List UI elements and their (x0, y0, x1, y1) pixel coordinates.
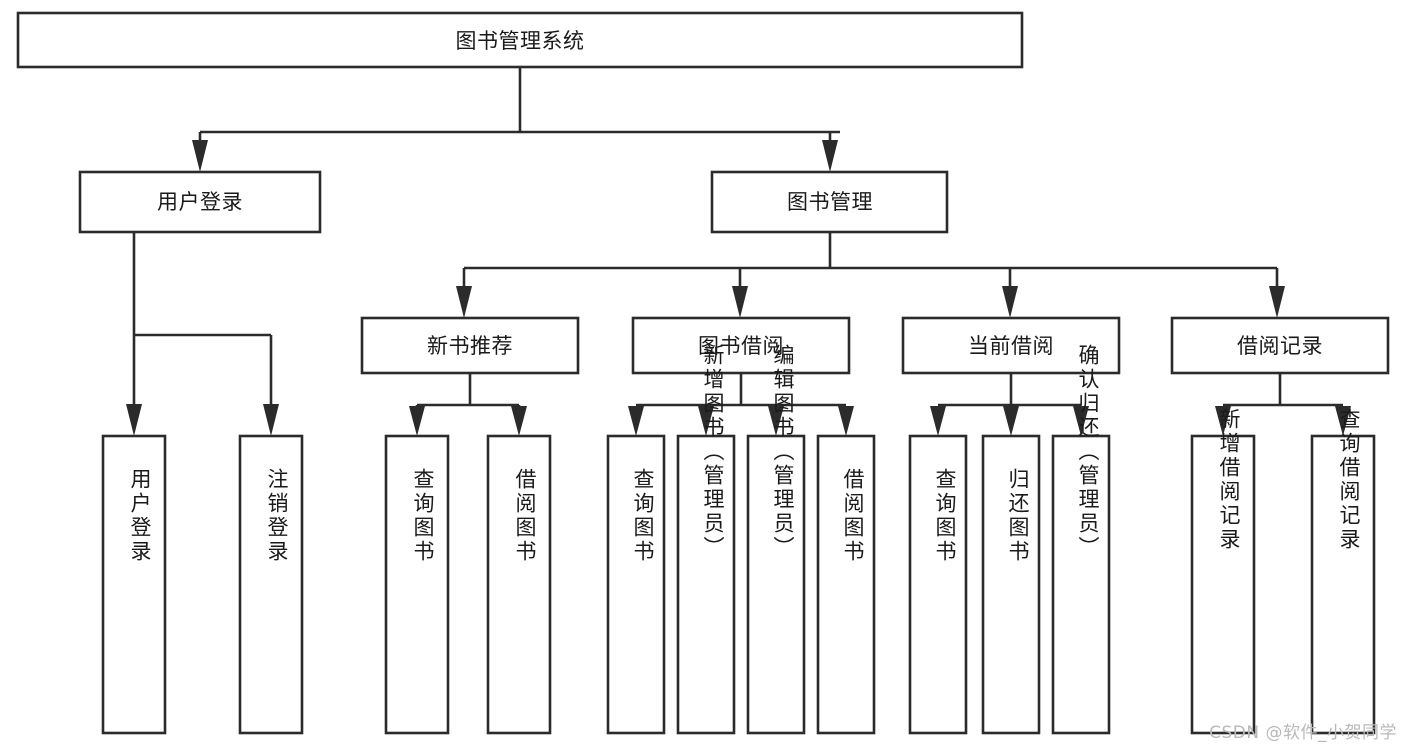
node-leaf-return-book-label: 归还图书 (1006, 468, 1030, 564)
arrow-head-leaf-return-book (1003, 406, 1019, 436)
connector-group-borrow-record (1215, 373, 1351, 436)
node-book-manage[interactable]: 图书管理 (710, 170, 949, 234)
node-leaf-query-book-borrow[interactable]: 查询图书 (606, 434, 666, 735)
node-book-borrow[interactable]: 图书借阅 (631, 316, 851, 375)
arrow-head-leaf-add-book-admin (698, 406, 714, 436)
node-leaf-user-login-box[interactable] (101, 434, 167, 735)
arrow-head-leaf-logout-login (263, 404, 279, 436)
node-borrow-record-label: 借阅记录 (1237, 334, 1323, 358)
node-leaf-add-borrow-record[interactable]: 新增借阅记录 (1190, 408, 1256, 735)
arrow-head-book-manage (822, 140, 838, 172)
node-book-manage-label: 图书管理 (787, 190, 873, 214)
node-leaf-confirm-return-admin-box[interactable] (1051, 434, 1111, 735)
arrow-head-current-borrow (1002, 286, 1018, 318)
connector-group-root (192, 67, 840, 172)
arrow-head-leaf-query-book-borrow (628, 406, 644, 436)
arrow-head-leaf-user-login (126, 404, 142, 436)
node-leaf-edit-book-admin-label: 编辑图书（管理员） (771, 344, 795, 560)
arrow-head-leaf-edit-book-admin (768, 406, 784, 436)
node-leaf-query-book-current-label: 查询图书 (933, 468, 957, 564)
node-leaf-confirm-return-admin-label: 确认归还（管理员） (1076, 344, 1100, 560)
node-leaf-query-book-current-box[interactable] (908, 434, 968, 735)
node-root[interactable]: 图书管理系统 (16, 11, 1024, 69)
connector-group-current-borrow (930, 373, 1089, 436)
node-current-borrow[interactable]: 当前借阅 (901, 316, 1121, 375)
node-leaf-return-book[interactable]: 归还图书 (981, 434, 1041, 735)
node-leaf-borrow-book-rec-box[interactable] (486, 434, 552, 735)
node-user-login-label: 用户登录 (157, 190, 243, 214)
node-leaf-query-book-rec-box[interactable] (384, 434, 450, 735)
node-leaf-add-book-admin-box[interactable] (676, 434, 736, 735)
node-leaf-query-borrow-record-box[interactable] (1310, 434, 1376, 735)
node-leaf-add-book-admin-label: 新增图书（管理员） (701, 344, 725, 560)
node-current-borrow-box[interactable] (901, 316, 1121, 375)
node-leaf-confirm-return-admin[interactable]: 确认归还（管理员） (1051, 344, 1111, 735)
arrow-head-book-borrow (732, 286, 748, 318)
node-new-book-rec-box[interactable] (360, 316, 580, 375)
arrow-head-leaf-confirm-return-admin (1073, 406, 1089, 436)
node-leaf-add-borrow-record-label: 新增借阅记录 (1217, 408, 1241, 552)
node-leaf-query-book-rec[interactable]: 查询图书 (384, 434, 450, 735)
node-user-login[interactable]: 用户登录 (78, 170, 322, 234)
arrow-head-new-book-rec (456, 286, 472, 318)
node-leaf-query-book-borrow-box[interactable] (606, 434, 666, 735)
connector-group-user-login (126, 232, 279, 436)
node-leaf-logout-login-box[interactable] (238, 434, 304, 735)
node-leaf-query-borrow-record-label: 查询借阅记录 (1337, 408, 1361, 552)
node-leaf-edit-book-admin[interactable]: 编辑图书（管理员） (746, 344, 806, 735)
arrow-head-leaf-query-borrow-record (1335, 406, 1351, 436)
node-leaf-edit-book-admin-box[interactable] (746, 434, 806, 735)
arrow-head-borrow-record (1269, 286, 1285, 318)
node-leaf-add-borrow-record-box[interactable] (1190, 434, 1256, 735)
node-leaf-logout-login[interactable]: 注销登录 (238, 434, 304, 735)
connector-group-book-manage (456, 232, 1285, 318)
node-borrow-record[interactable]: 借阅记录 (1170, 316, 1390, 375)
arrow-head-leaf-query-book-rec (409, 406, 425, 436)
connector-group-new-book-rec (409, 373, 527, 436)
node-leaf-query-book-borrow-label: 查询图书 (631, 468, 655, 564)
node-book-manage-box[interactable] (710, 170, 949, 234)
connector-group-book-borrow (628, 373, 854, 436)
arrow-head-leaf-borrow-book-rec (511, 406, 527, 436)
node-leaf-borrow-book-box[interactable] (816, 434, 876, 735)
node-leaf-query-borrow-record[interactable]: 查询借阅记录 (1310, 408, 1376, 735)
node-borrow-record-box[interactable] (1170, 316, 1390, 375)
node-new-book-rec[interactable]: 新书推荐 (360, 316, 580, 375)
node-current-borrow-label: 当前借阅 (968, 334, 1054, 358)
node-root-label: 图书管理系统 (456, 29, 585, 53)
arrow-head-leaf-borrow-book (838, 406, 854, 436)
node-leaf-borrow-book-label: 借阅图书 (841, 468, 865, 564)
node-book-borrow-box[interactable] (631, 316, 851, 375)
node-leaf-user-login-label: 用户登录 (128, 468, 152, 564)
node-root-box[interactable] (16, 11, 1024, 69)
node-leaf-return-book-box[interactable] (981, 434, 1041, 735)
node-leaf-borrow-book[interactable]: 借阅图书 (816, 434, 876, 735)
node-book-borrow-label: 图书借阅 (698, 334, 784, 358)
node-leaf-borrow-book-rec-label: 借阅图书 (513, 468, 537, 564)
arrow-head-user-login (192, 140, 208, 172)
node-leaf-user-login[interactable]: 用户登录 (101, 434, 167, 735)
node-user-login-box[interactable] (78, 170, 322, 234)
arrow-head-leaf-query-book-current (930, 406, 946, 436)
node-leaf-query-book-current[interactable]: 查询图书 (908, 434, 968, 735)
node-leaf-borrow-book-rec[interactable]: 借阅图书 (486, 434, 552, 735)
node-leaf-query-book-rec-label: 查询图书 (411, 468, 435, 564)
arrow-head-leaf-add-borrow-record (1215, 406, 1231, 436)
node-new-book-rec-label: 新书推荐 (427, 334, 513, 358)
node-leaf-logout-login-label: 注销登录 (265, 468, 289, 564)
node-leaf-add-book-admin[interactable]: 新增图书（管理员） (676, 344, 736, 735)
